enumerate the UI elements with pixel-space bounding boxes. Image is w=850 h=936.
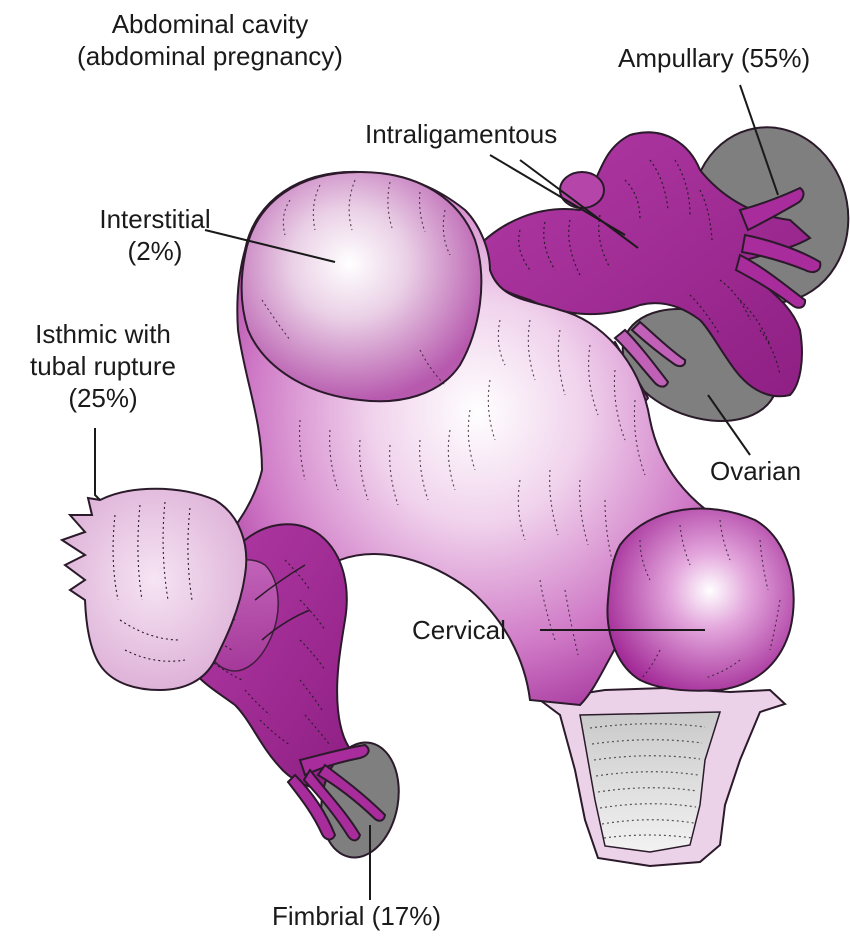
intraligamentous-label: Intraligamentous [365, 118, 557, 150]
fimbrial-label: Fimbrial (17%) [272, 900, 441, 932]
interstitial-label: Interstitial (2%) [70, 203, 240, 267]
isthmic-label-line3: (25%) [8, 382, 198, 414]
vaginal-canal [540, 688, 785, 866]
isthmic-label-line2: tubal rupture [8, 350, 198, 382]
interstitial-bulge [242, 172, 482, 401]
abdominal-label-line2: (abdominal pregnancy) [40, 40, 380, 72]
ovarian-label: Ovarian [710, 455, 801, 487]
interstitial-label-line1: Interstitial [70, 203, 240, 235]
abdominal-cavity-label: Abdominal cavity (abdominal pregnancy) [40, 8, 380, 72]
abdominal-label-line1: Abdominal cavity [40, 8, 380, 40]
cervical-label: Cervical [412, 614, 506, 646]
interstitial-label-line2: (2%) [70, 235, 240, 267]
ampullary-label: Ampullary (55%) [618, 42, 810, 74]
cervical-bulge [607, 509, 793, 691]
isthmic-label-line1: Isthmic with [8, 318, 198, 350]
isthmic-label: Isthmic with tubal rupture (25%) [8, 318, 198, 414]
